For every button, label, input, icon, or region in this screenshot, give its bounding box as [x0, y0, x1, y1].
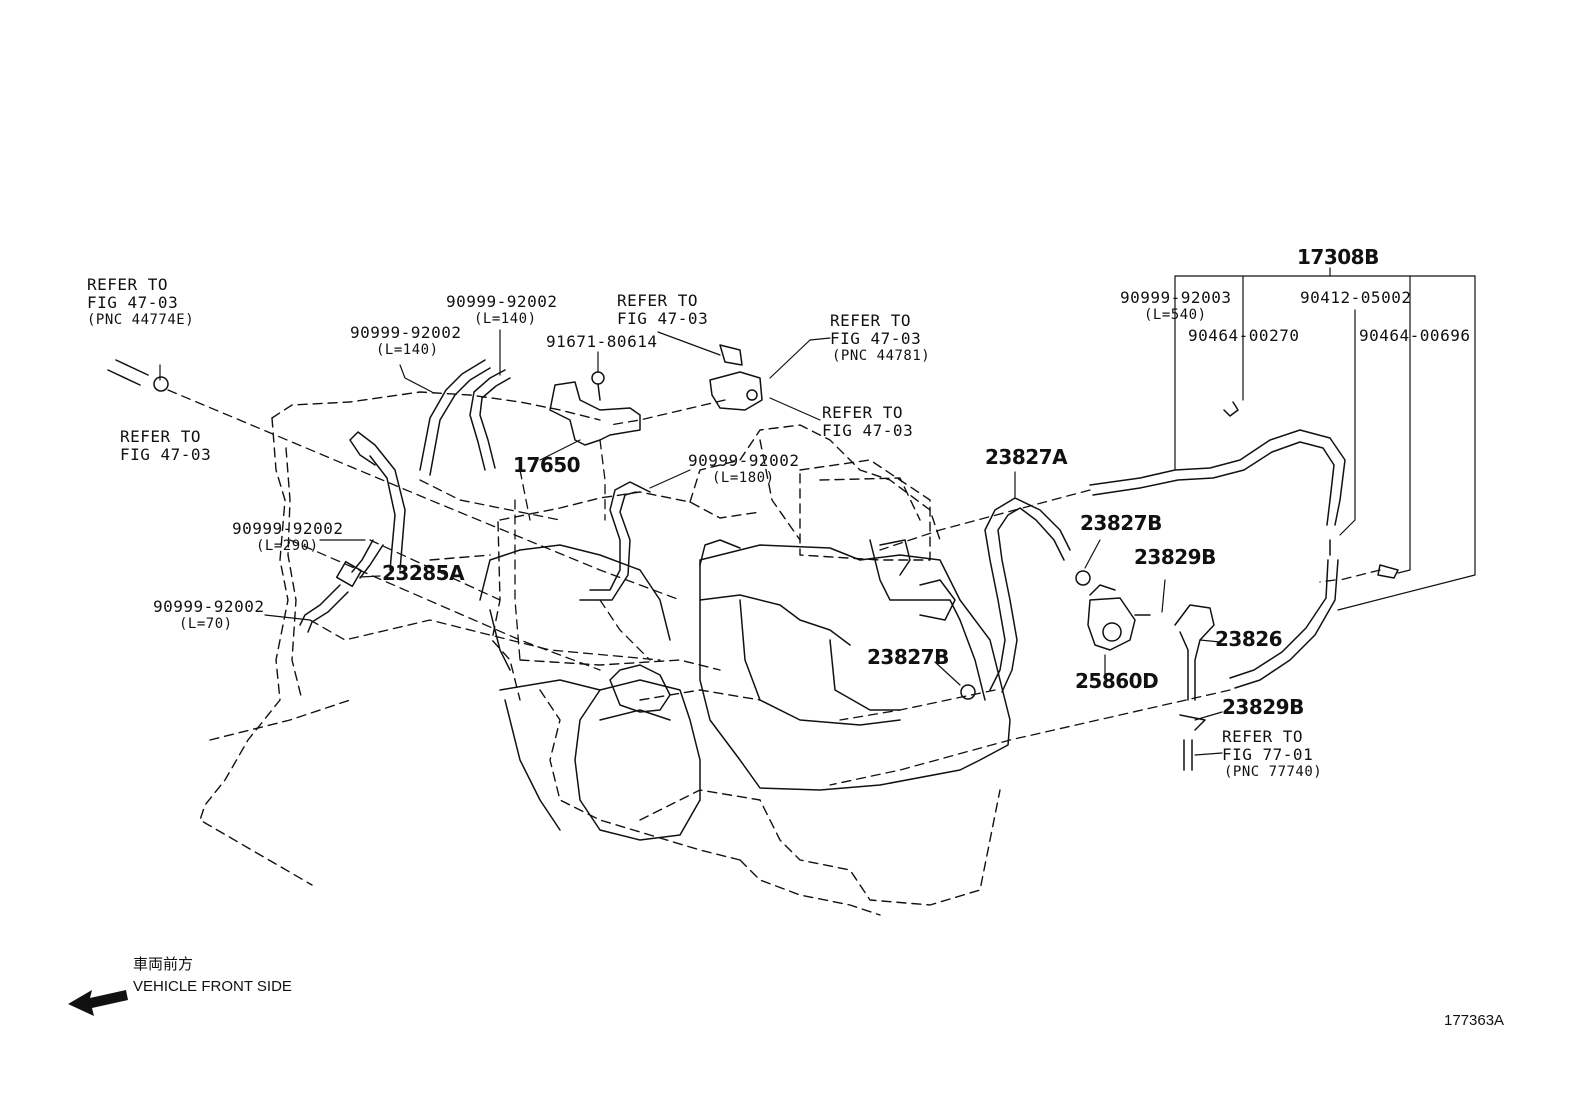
part-number-23285A: 23285A — [382, 561, 465, 585]
direction-label-jp: 車両前方 — [133, 956, 194, 973]
part-number-hose-l290: 90999-92002 (L=290) — [232, 519, 344, 555]
part-number-hose-l70: 90999-92002 (L=70) — [153, 597, 265, 633]
cylinder-head — [479, 539, 1011, 841]
part-number-17650: 17650 — [513, 453, 581, 477]
part-number-23826: 23826 — [1215, 627, 1283, 651]
part-number-hose-l540: 90999-92003 (L=540) — [1120, 288, 1232, 324]
dashed-leaders — [167, 389, 1381, 786]
part-number-hose-l180: 90999-92002 (L=180) — [688, 451, 800, 487]
figure-id: 177363A — [1444, 1012, 1505, 1029]
vacuum-hoses — [107, 344, 1399, 771]
part-number-90412: 90412-05002 — [1300, 288, 1412, 307]
part-number-25860D: 25860D — [1075, 669, 1159, 693]
vehicle-front-arrow-icon — [68, 990, 128, 1016]
part-number-23827B-lower: 23827B — [867, 645, 949, 669]
part-number-90464-00696: 90464-00696 — [1359, 326, 1471, 345]
direction-label-en: VEHICLE FRONT SIDE — [133, 978, 292, 995]
part-number-23829B-lower: 23829B — [1222, 695, 1304, 719]
part-number-23827A: 23827A — [985, 445, 1068, 469]
part-number-23827B-upper: 23827B — [1080, 511, 1162, 535]
part-number-17308B: 17308B — [1297, 245, 1379, 269]
part-number-hose-l140-a: 90999-92002 (L=140) — [446, 292, 558, 328]
part-number-hose-l140-b: 90999-92002 (L=140) — [350, 323, 462, 359]
part-number-23829B-upper: 23829B — [1134, 545, 1216, 569]
part-number-90464-00270: 90464-00270 — [1188, 326, 1300, 345]
callout-leaders — [159, 267, 1476, 756]
part-number-bolt: 91671-80614 — [546, 332, 658, 351]
